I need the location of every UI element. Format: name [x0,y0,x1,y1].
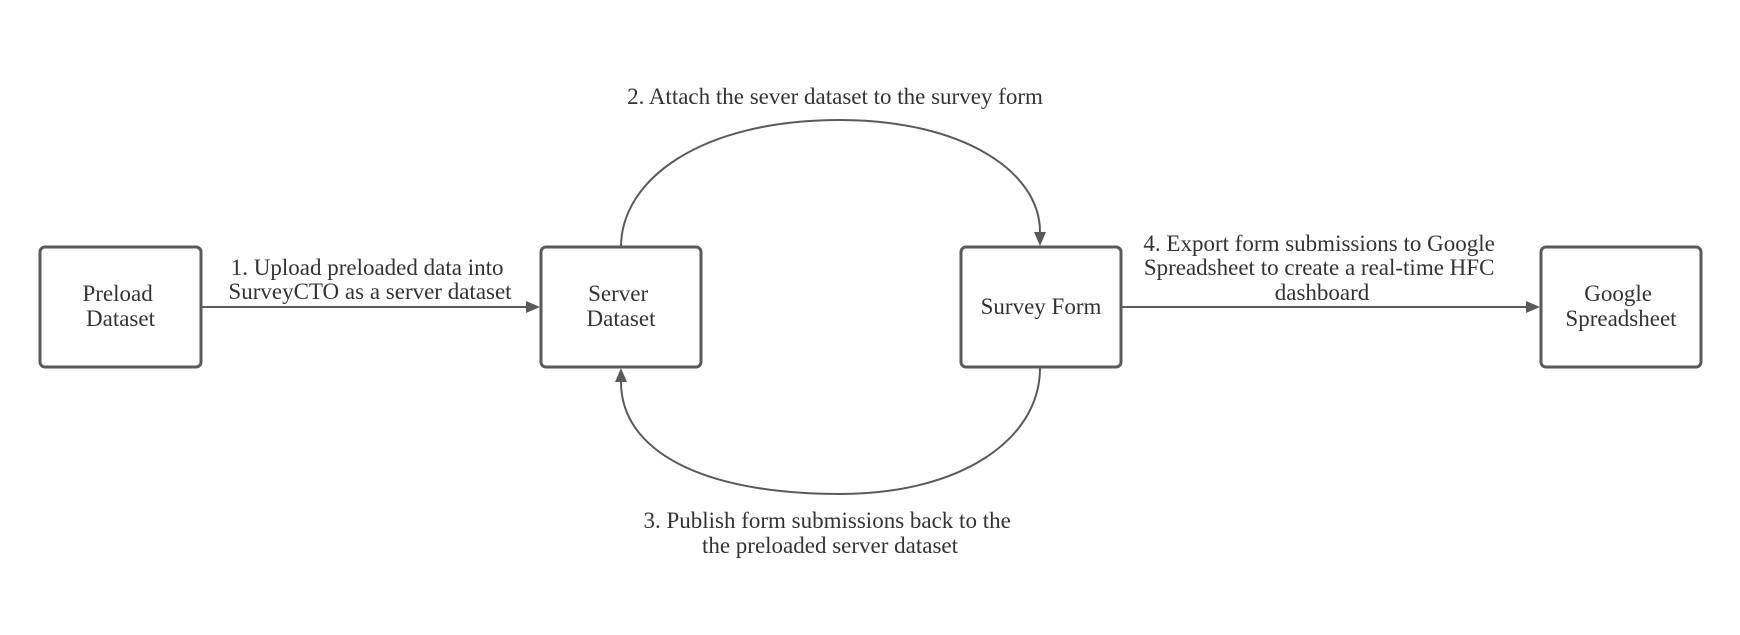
svg-text:Google Spreadsheet: Google Spreadsheet [1565,281,1677,331]
svg-text:Server Dataset: Server Dataset [587,281,657,331]
arrowhead-export [1526,301,1540,313]
edge-upload-label-line-1: 1. Upload preloaded data into [231,255,504,280]
node-survey-form-line-1: Survey Form [981,294,1102,319]
edge-attach-label: 2. Attach the sever dataset to the surve… [627,84,1043,109]
svg-text:Preload Dataset: Preload Dataset [82,281,158,331]
node-preload-dataset-line-2: Dataset [86,306,156,331]
edge-upload-label-line-2: SurveyCTO as a server dataset [228,279,512,304]
edge-upload-label: 1. Upload preloaded data into SurveyCTO … [228,255,512,304]
edge-attach-label-line-1: 2. Attach the sever dataset to the surve… [627,84,1043,109]
arrowhead-upload [526,301,540,313]
edge-publish-label-line-1: 3. Publish form submissions back to the [643,508,1010,533]
svg-text:Survey Form: Survey Form [981,294,1102,319]
edge-export-label-line-3: dashboard [1275,280,1370,305]
edge-export [1121,301,1540,313]
edge-publish-label: 3. Publish form submissions back to the … [643,508,1016,558]
arrowhead-publish [615,368,627,382]
edge-publish [615,367,1041,496]
node-google-spreadsheet: Google Spreadsheet [1539,245,1703,369]
node-google-spreadsheet-line-2: Spreadsheet [1565,306,1677,331]
node-preload-dataset-line-1: Preload [82,281,153,306]
edge-export-label-line-1: 4. Export form submissions to Google [1143,231,1494,256]
edge-export-label: 4. Export form submissions to Google Spr… [1143,231,1500,305]
node-preload-dataset: Preload Dataset [38,245,203,369]
edge-attach [620,118,1046,248]
arrowhead-attach [1034,232,1046,246]
node-server-dataset: Server Dataset [539,245,703,369]
node-server-dataset-line-1: Server [588,281,648,306]
edge-export-label-line-2: Spreadsheet to create a real-time HFC [1144,255,1495,280]
node-google-spreadsheet-line-1: Google [1584,281,1652,306]
edge-upload [201,301,540,313]
edge-publish-label-line-2: the preloaded server dataset [702,533,959,558]
node-survey-form: Survey Form [959,245,1123,369]
node-server-dataset-line-2: Dataset [587,306,657,331]
